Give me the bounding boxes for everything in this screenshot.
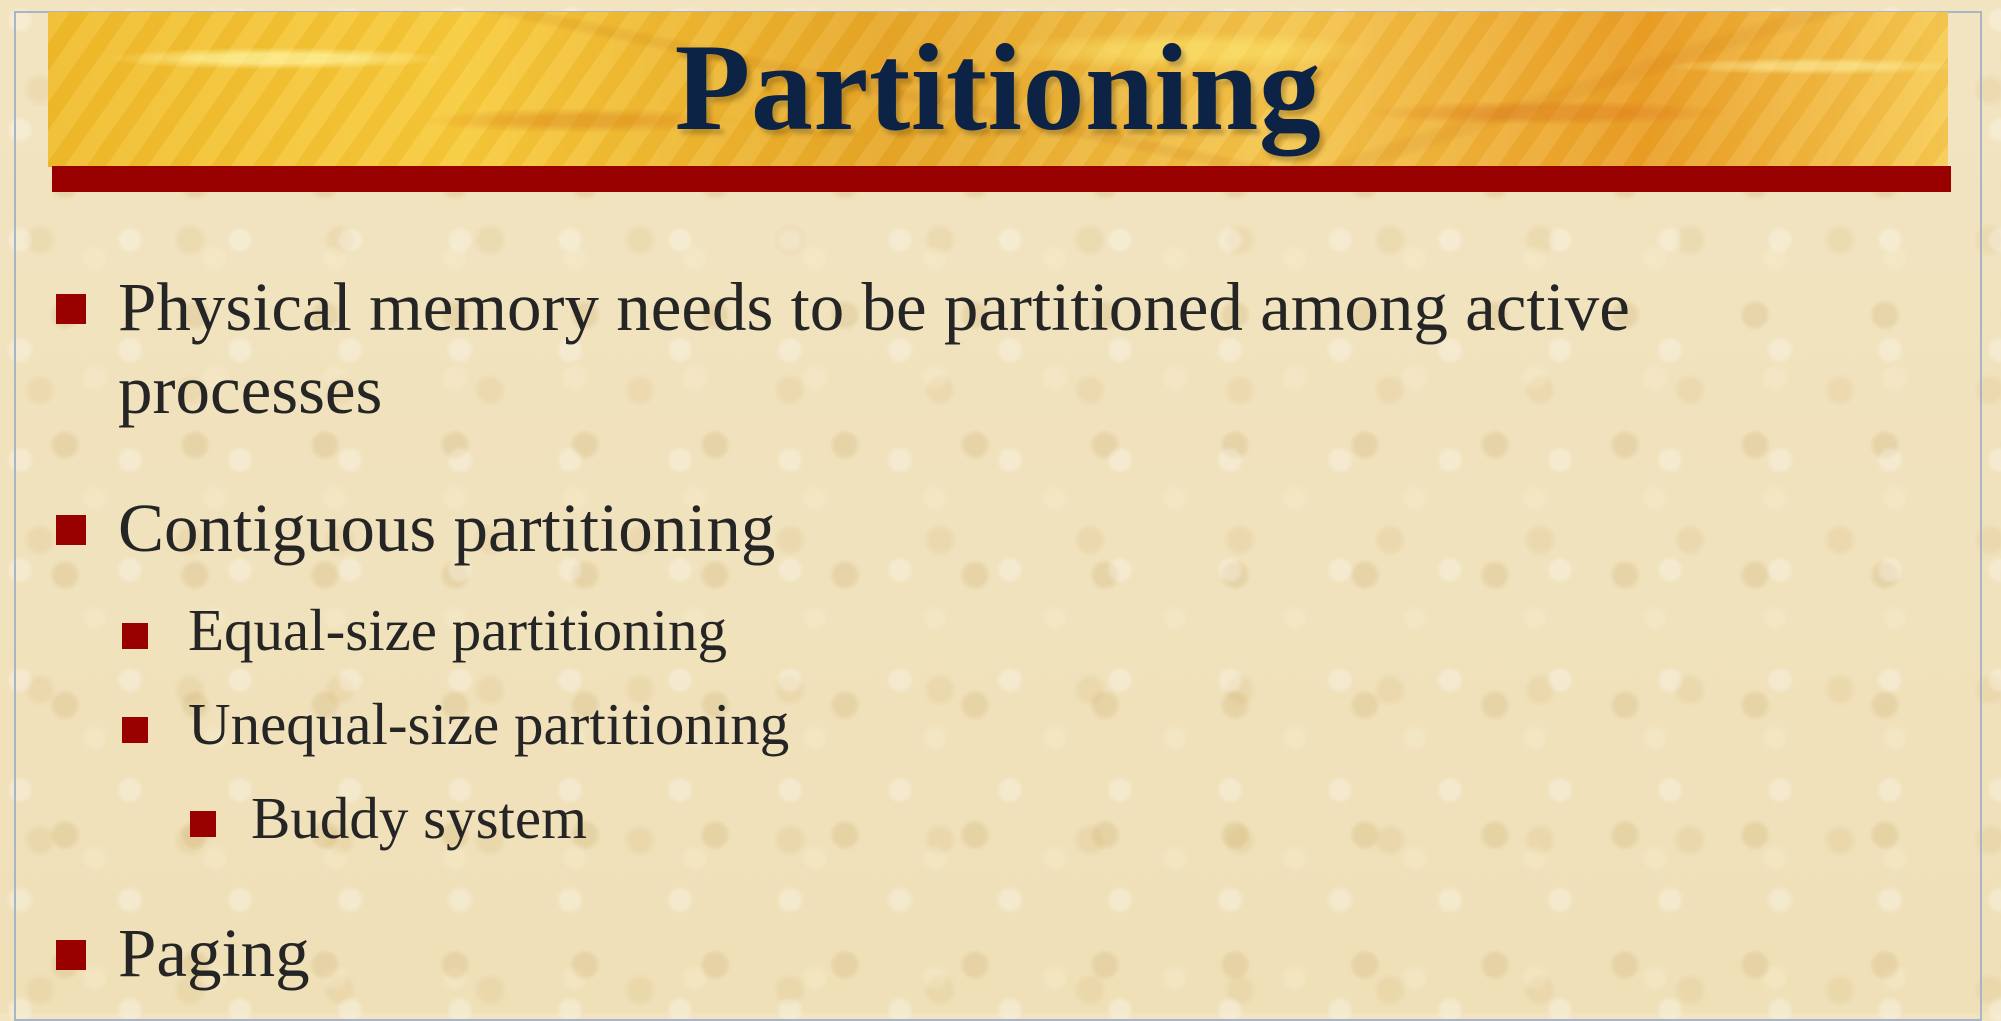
square-bullet-icon bbox=[56, 294, 86, 324]
bullet-text: Equal-size partitioning bbox=[188, 597, 728, 663]
bullet-item-physical-memory: Physical memory needs to be partitioned … bbox=[56, 266, 1786, 432]
bullet-text: Physical memory needs to be partitioned … bbox=[118, 269, 1630, 428]
title-band: Partitioning bbox=[48, 12, 1948, 167]
bullet-text: Buddy system bbox=[251, 785, 587, 851]
square-bullet-icon bbox=[122, 717, 148, 743]
square-bullet-icon bbox=[56, 515, 86, 545]
square-bullet-icon bbox=[190, 811, 216, 837]
bullet-text: Paging bbox=[118, 915, 310, 991]
square-bullet-icon bbox=[56, 940, 86, 970]
page-title: Partitioning bbox=[674, 19, 1322, 156]
title-underline bbox=[52, 166, 1951, 192]
bullet-item-buddy-system: Buddy system bbox=[190, 782, 990, 854]
bullet-item-paging: Paging bbox=[56, 912, 856, 995]
bullet-item-equal-size-partitioning: Equal-size partitioning bbox=[122, 594, 1022, 666]
bullet-text: Unequal-size partitioning bbox=[188, 691, 790, 757]
square-bullet-icon bbox=[122, 623, 148, 649]
bullet-item-contiguous-partitioning: Contiguous partitioning bbox=[56, 487, 1056, 570]
bullet-text: Contiguous partitioning bbox=[118, 490, 776, 566]
bullet-item-unequal-size-partitioning: Unequal-size partitioning bbox=[122, 688, 1022, 760]
